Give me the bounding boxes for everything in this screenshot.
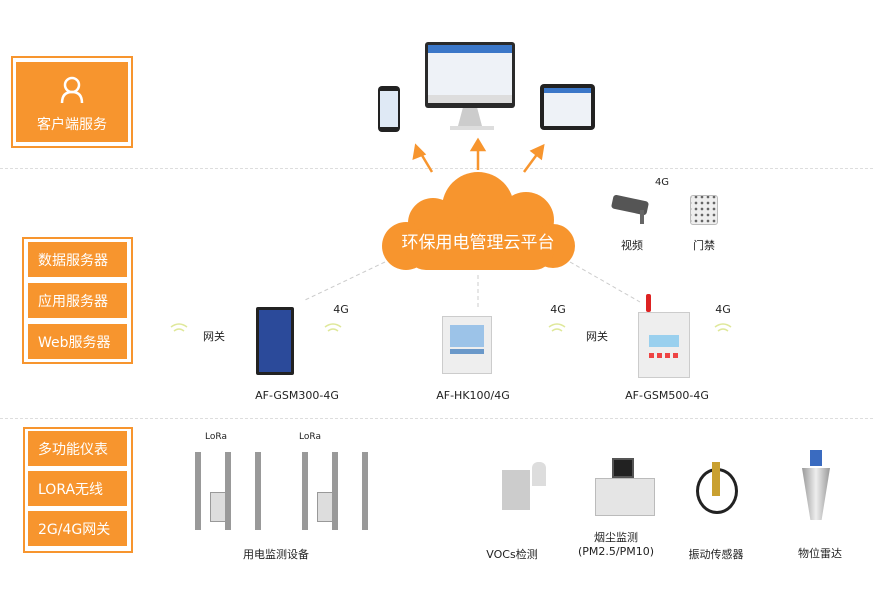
cloud-label: 环保用电管理云平台 <box>401 233 555 253</box>
lora-label: LoRa <box>205 432 227 442</box>
data-server[interactable]: 数据服务器 <box>28 242 127 277</box>
net-4g-label: 4G <box>715 303 731 316</box>
dust-monitor-device <box>595 478 655 516</box>
power-monitor-device <box>185 452 265 530</box>
keypad-icon <box>690 195 718 225</box>
wifi-icon <box>548 323 566 332</box>
tablet-device <box>540 84 595 130</box>
gsm300-device[interactable] <box>256 307 294 375</box>
model-hk100: AF-HK100/4G <box>436 389 510 402</box>
gateway-label: 网关 <box>203 330 225 343</box>
model-gsm500: AF-GSM500-4G <box>625 389 709 402</box>
keyboard <box>450 126 494 130</box>
net-4g-label: 4G <box>550 303 566 316</box>
radar-label: 物位雷达 <box>798 547 842 560</box>
camera-mount <box>640 210 644 224</box>
camera-4g-label: 4G <box>654 177 670 188</box>
hk100-device[interactable] <box>442 316 492 374</box>
wifi-icon <box>324 323 342 332</box>
gateway-2g4g[interactable]: 2G/4G网关 <box>28 511 127 546</box>
dust-label: 烟尘监测 <box>594 531 638 544</box>
divider-top <box>0 168 873 169</box>
client-service-label: 客户端服务 <box>37 117 107 133</box>
vocs-label: VOCs检测 <box>486 548 538 561</box>
wifi-icon <box>714 323 732 332</box>
divider-bottom <box>0 418 873 419</box>
client-service-button[interactable]: 客户端服务 <box>16 62 128 142</box>
phone-device <box>378 86 400 132</box>
dust-monitor-screen <box>612 458 634 478</box>
antenna-icon <box>646 294 651 312</box>
wifi-icon <box>170 323 188 332</box>
upload-arrows <box>412 137 545 173</box>
multifunction-meter[interactable]: 多功能仪表 <box>28 431 127 466</box>
lora-wireless[interactable]: LORA无线 <box>28 471 127 506</box>
vocs-device <box>502 470 530 510</box>
model-gsm300: AF-GSM300-4G <box>255 389 339 402</box>
cloud-platform[interactable] <box>378 168 578 278</box>
video-label: 视频 <box>621 239 643 252</box>
web-server[interactable]: Web服务器 <box>28 324 127 359</box>
app-server[interactable]: 应用服务器 <box>28 283 127 318</box>
vibration-sensor-body <box>712 462 720 496</box>
lora-label: LoRa <box>299 432 321 442</box>
vibration-label: 振动传感器 <box>688 548 744 561</box>
gsm500-device[interactable] <box>638 312 690 378</box>
net-4g-label: 4G <box>333 303 349 316</box>
desktop-monitor <box>425 42 515 108</box>
gateway-label: 网关 <box>586 330 608 343</box>
vocs-sensor <box>532 462 546 486</box>
dust-label-sub: (PM2.5/PM10) <box>577 545 655 558</box>
power-monitor-label: 用电监测设备 <box>243 548 309 561</box>
radar-device <box>810 450 822 466</box>
monitor-stand <box>458 108 482 126</box>
user-icon <box>60 76 84 104</box>
power-monitor-device <box>292 452 372 530</box>
access-label: 门禁 <box>693 239 715 252</box>
